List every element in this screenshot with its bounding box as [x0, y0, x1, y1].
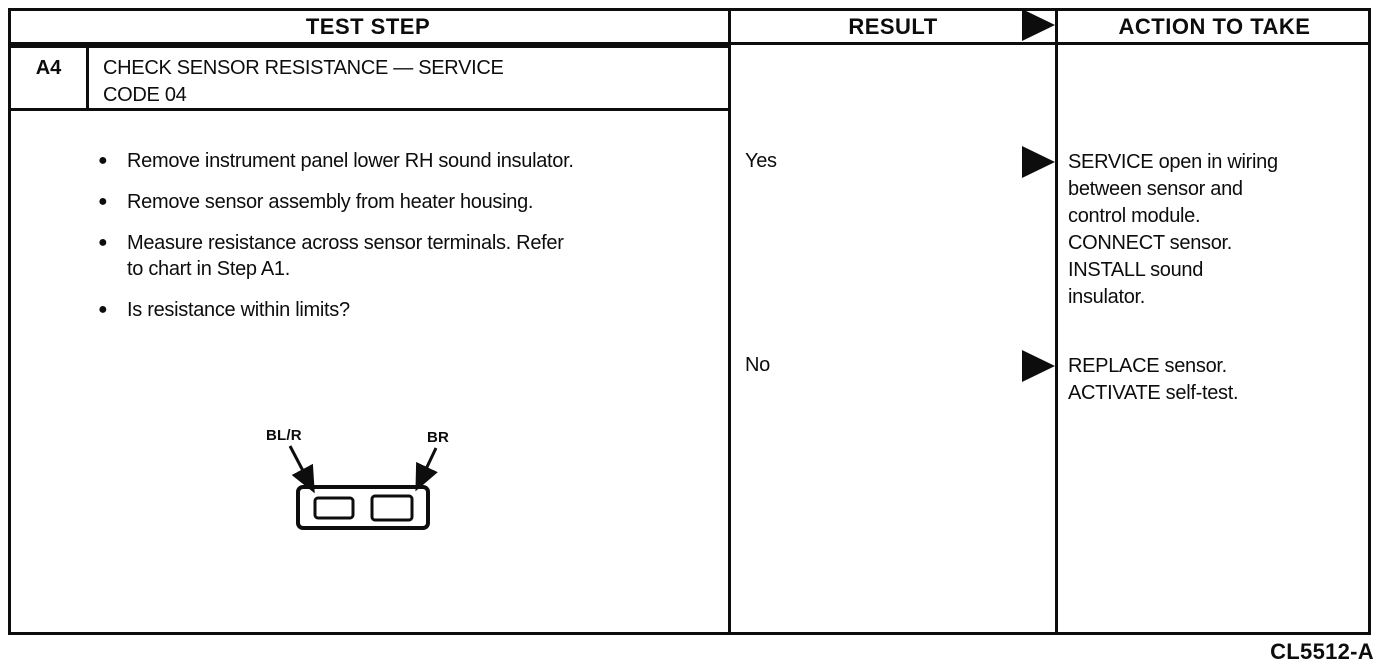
connector-housing	[296, 485, 430, 530]
list-item: ● Measure resistance across sensor termi…	[98, 230, 720, 282]
column-header-result-label: RESULT	[848, 13, 938, 39]
column-header-action-label: ACTION TO TAKE	[1118, 13, 1311, 39]
instruction-text: Is resistance within limits?	[127, 299, 350, 321]
step-id: A4	[11, 48, 89, 108]
result-no-label: No	[745, 354, 770, 376]
column-divider-test-result	[728, 8, 731, 635]
column-divider-result-action	[1055, 8, 1058, 635]
instruction-text: Measure resistance across sensor termina…	[127, 232, 564, 280]
result-yes-arrow-icon	[1022, 146, 1055, 178]
action-no-text: REPLACE sensor. ACTIVATE self-test.	[1068, 355, 1239, 404]
sensor-connector-diagram: BL/R BR	[250, 420, 480, 538]
figure-code: CL5512-A	[1270, 639, 1374, 664]
instruction-text: Remove sensor assembly from heater housi…	[127, 191, 534, 213]
result-no-arrow-icon	[1022, 350, 1055, 382]
header-arrow-icon	[1022, 9, 1055, 41]
column-header-result: RESULT	[731, 11, 1055, 42]
header-row-divider	[8, 42, 1371, 45]
bullet-icon: ●	[98, 193, 108, 210]
action-yes-text: SERVICE open in wiring between sensor an…	[1068, 151, 1278, 308]
right-pointer-arrow-icon	[415, 447, 438, 492]
wire-label-blr: BL/R	[266, 427, 302, 444]
wire-label-br: BR	[427, 429, 450, 446]
list-item: ● Remove sensor assembly from heater hou…	[98, 189, 720, 215]
connector-terminal-right	[370, 494, 414, 522]
bullet-icon: ●	[98, 301, 108, 318]
step-title: CHECK SENSOR RESISTANCE — SERVICE CODE 0…	[103, 57, 504, 106]
list-item: ● Remove instrument panel lower RH sound…	[98, 148, 720, 174]
column-header-test-step: TEST STEP	[8, 11, 728, 42]
connector-drawing	[288, 445, 438, 530]
connector-terminal-left	[313, 496, 355, 520]
column-header-test-step-label: TEST STEP	[305, 13, 431, 39]
instruction-text: Remove instrument panel lower RH sound i…	[127, 150, 574, 172]
step-header-box: A4 CHECK SENSOR RESISTANCE — SERVICE COD…	[8, 45, 731, 111]
bullet-icon: ●	[98, 234, 108, 251]
list-item: ● Is resistance within limits?	[98, 297, 720, 323]
left-pointer-arrow-icon	[288, 445, 315, 494]
result-yes-label: Yes	[745, 150, 777, 172]
test-step-instructions: ● Remove instrument panel lower RH sound…	[98, 148, 720, 338]
column-header-action: ACTION TO TAKE	[1058, 11, 1371, 42]
table-outer-border	[8, 8, 1371, 635]
bullet-icon: ●	[98, 152, 108, 169]
